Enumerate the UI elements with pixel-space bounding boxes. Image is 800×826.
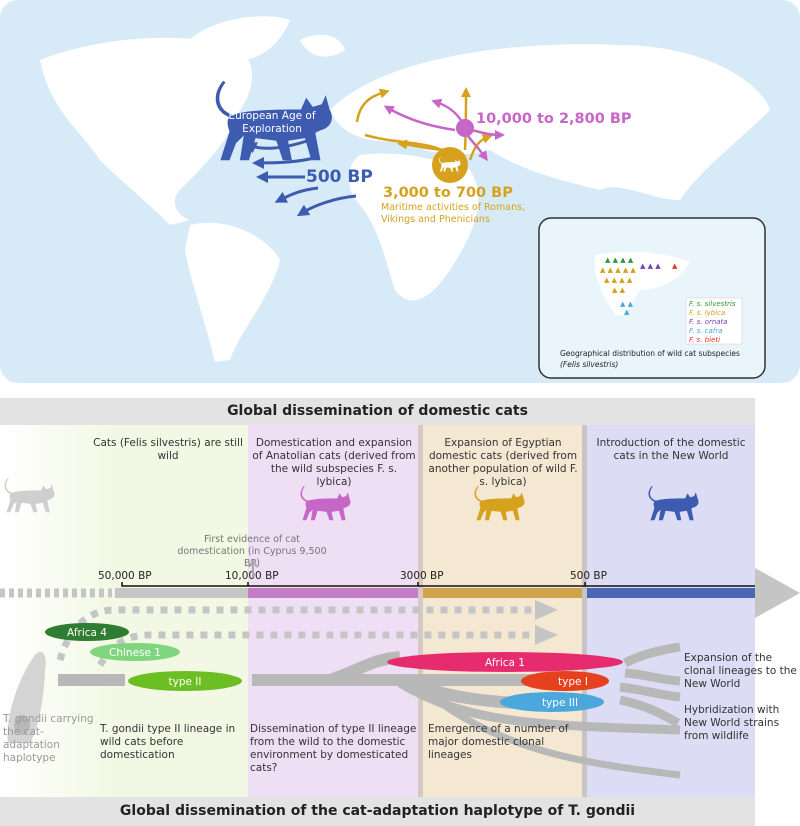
label-type3: type III — [542, 697, 578, 709]
label-type2: type II — [169, 676, 202, 688]
label-chinese1: Chinese 1 — [109, 647, 161, 659]
divider — [418, 425, 423, 797]
lineage-title: Global dissemination of the cat-adaptati… — [0, 797, 755, 826]
world-map: European Age of Exploration 500 BP 3,000… — [0, 0, 800, 383]
lineage-chinese1 — [90, 643, 180, 661]
first-evidence-arrow — [248, 559, 258, 577]
svg-text:▲ ▲: ▲ ▲ — [620, 300, 634, 308]
anatolia-arrows — [383, 98, 505, 162]
svg-text:▲ ▲: ▲ ▲ — [612, 286, 626, 294]
timeline-segment-wild — [115, 588, 248, 598]
hybridization-note: Hybridization with New World strains fro… — [684, 704, 780, 742]
timeline-axis — [121, 582, 755, 587]
legend-silvestris: F. s. silvestris — [689, 300, 736, 308]
legend-cafra: F. s. cafra — [689, 327, 722, 335]
new-world-cat-icon — [648, 486, 699, 521]
label-africa1: Africa 1 — [485, 657, 525, 669]
anatolian-cat-icon — [300, 486, 351, 521]
dashed-lineage-arrows — [56, 606, 535, 667]
label-500bp: 500 BP — [306, 167, 373, 187]
timeline-segment-anatolian — [248, 588, 418, 598]
new-world-arrows — [244, 138, 357, 217]
tick-3000: 3000 BP — [400, 570, 444, 582]
tgondii-label: T. gondii carrying the cat-adaptation ha… — [3, 713, 94, 764]
divider — [582, 425, 587, 797]
maritime-note: Maritime activities of Romans, Vikings a… — [381, 202, 526, 225]
timeline-title: Global dissemination of domestic cats — [0, 398, 755, 425]
svg-text:▲: ▲ — [672, 262, 678, 270]
caption-type2-wild: T. gondii type II lineage in wild cats b… — [100, 723, 236, 761]
label-3000-700bp: 3,000 to 700 BP — [383, 185, 513, 201]
lineage-ellipses — [45, 623, 623, 712]
caption-new-world: Introduction of the domestic cats in the… — [596, 437, 746, 462]
wild-cat-icon — [4, 478, 55, 513]
subspecies-markers: ▲ ▲ ▲ ▲ ▲ ▲ ▲ ▲ ▲ ▲ ▲ ▲ ▲ ▲ ▲ ▲ ▲ ▲ ▲ ▲ … — [600, 256, 678, 316]
timeline-segment-egyptian — [423, 588, 582, 598]
lineage-type1 — [521, 671, 609, 691]
label-type1: type I — [558, 676, 588, 688]
inset-caption-2: (Felis silvestris) — [560, 360, 618, 369]
caption-anatolian: Domestication and expansion of Anatolian… — [252, 437, 416, 488]
timeline-arrowhead-icon — [755, 568, 800, 618]
caption-emergence: Emergence of a number of major domestic … — [428, 723, 569, 761]
legend-lybica: F. s. lybica — [689, 309, 725, 317]
svg-text:▲ ▲ ▲ ▲ ▲: ▲ ▲ ▲ ▲ ▲ — [600, 266, 636, 274]
svg-text:▲ ▲ ▲ ▲: ▲ ▲ ▲ ▲ — [605, 256, 634, 264]
legend-ornata: F. s. ornata — [689, 318, 728, 326]
caption-dissemination: Dissemination of type II lineage from th… — [250, 723, 417, 774]
caption-egyptian: Expansion of Egyptian domestic cats (der… — [428, 437, 578, 488]
timeline-segment-new-world — [587, 588, 755, 598]
svg-text:▲ ▲ ▲ ▲: ▲ ▲ ▲ ▲ — [604, 276, 633, 284]
lineage-type2 — [128, 671, 242, 691]
label-10000-2800bp: 10,000 to 2,800 BP — [476, 111, 632, 127]
new-world-arrows — [619, 642, 681, 727]
tick-50000: 50,000 BP — [98, 570, 152, 582]
tick-10000: 10,000 BP — [225, 570, 279, 582]
egyptian-cat-icon — [474, 486, 525, 521]
period-new-world — [587, 425, 755, 797]
anatolia-circle — [456, 119, 474, 137]
lineage-type3 — [500, 692, 604, 712]
legend-bieti: F. s. bieti — [689, 336, 720, 344]
expansion-note: Expansion of the clonal lineages to the … — [684, 652, 797, 690]
dashed-arrowheads-icon — [535, 600, 558, 645]
lineage-africa4 — [45, 623, 129, 641]
continents — [40, 16, 770, 362]
lineage-africa1 — [387, 652, 623, 672]
tick-500: 500 BP — [570, 570, 607, 582]
europe-label: European Age of Exploration — [228, 110, 316, 135]
label-africa4: Africa 4 — [67, 627, 107, 639]
svg-text:▲ ▲ ▲: ▲ ▲ ▲ — [640, 262, 661, 270]
inset-caption-1: Geographical distribution of wild cat su… — [560, 349, 740, 358]
svg-text:▲: ▲ — [624, 308, 630, 316]
caption-wild: Cats (Felis silvestris) are still wild — [93, 437, 243, 462]
inset-map: ▲ ▲ ▲ ▲ ▲ ▲ ▲ ▲ ▲ ▲ ▲ ▲ ▲ ▲ ▲ ▲ ▲ ▲ ▲ ▲ … — [538, 217, 766, 379]
timeline-graphic: Africa 4 Chinese 1 type II Africa 1 type… — [0, 478, 800, 779]
